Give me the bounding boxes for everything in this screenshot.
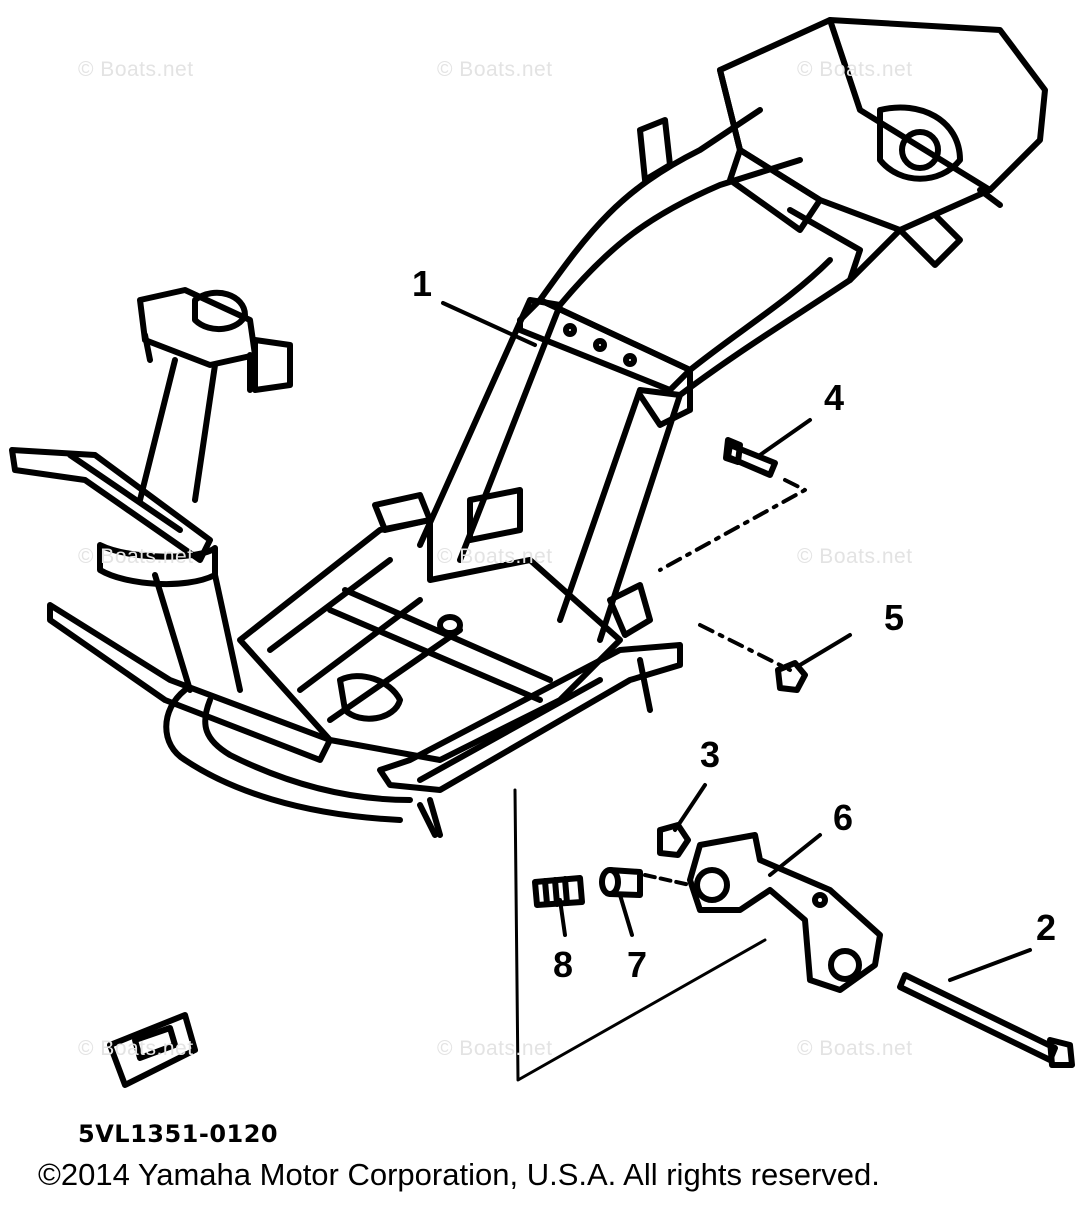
callout-1: 1 xyxy=(412,263,433,304)
part-4-bolt xyxy=(723,437,778,478)
part-5-nut xyxy=(775,660,808,693)
callout-5: 5 xyxy=(884,597,905,638)
callout-2: 2 xyxy=(1036,907,1057,948)
watermark-text: © Boats.net xyxy=(797,58,913,81)
watermark-text: © Boats.net xyxy=(437,58,553,81)
callout-7: 7 xyxy=(627,944,648,985)
watermark-text: © Boats.net xyxy=(797,1037,913,1060)
watermark-text: © Boats.net xyxy=(437,1037,553,1060)
callout-4: 4 xyxy=(824,377,845,418)
copyright-notice: ©2014 Yamaha Motor Corporation, U.S.A. A… xyxy=(38,1157,880,1192)
frame-part-1 xyxy=(9,17,1048,838)
loose-bracket xyxy=(107,1012,198,1088)
part-2-bolt xyxy=(897,972,1075,1068)
diagram-code: 5VL1351-0120 xyxy=(78,1120,279,1148)
callout-3: 3 xyxy=(700,734,721,775)
part-3-nut xyxy=(657,822,691,858)
watermark-text: © Boats.net xyxy=(78,58,194,81)
watermark-text: © Boats.net xyxy=(797,545,913,568)
part-7-collar xyxy=(599,867,643,898)
callout-8: 8 xyxy=(553,944,574,985)
part-8-bushing xyxy=(532,875,585,908)
part-6-bracket xyxy=(687,832,883,993)
watermark-text: © Boats.net xyxy=(78,1037,194,1060)
callout-6: 6 xyxy=(833,797,854,838)
watermark-text: © Boats.net xyxy=(78,545,194,568)
leader-lines xyxy=(441,301,1032,1082)
watermark-text: © Boats.net xyxy=(437,545,553,568)
